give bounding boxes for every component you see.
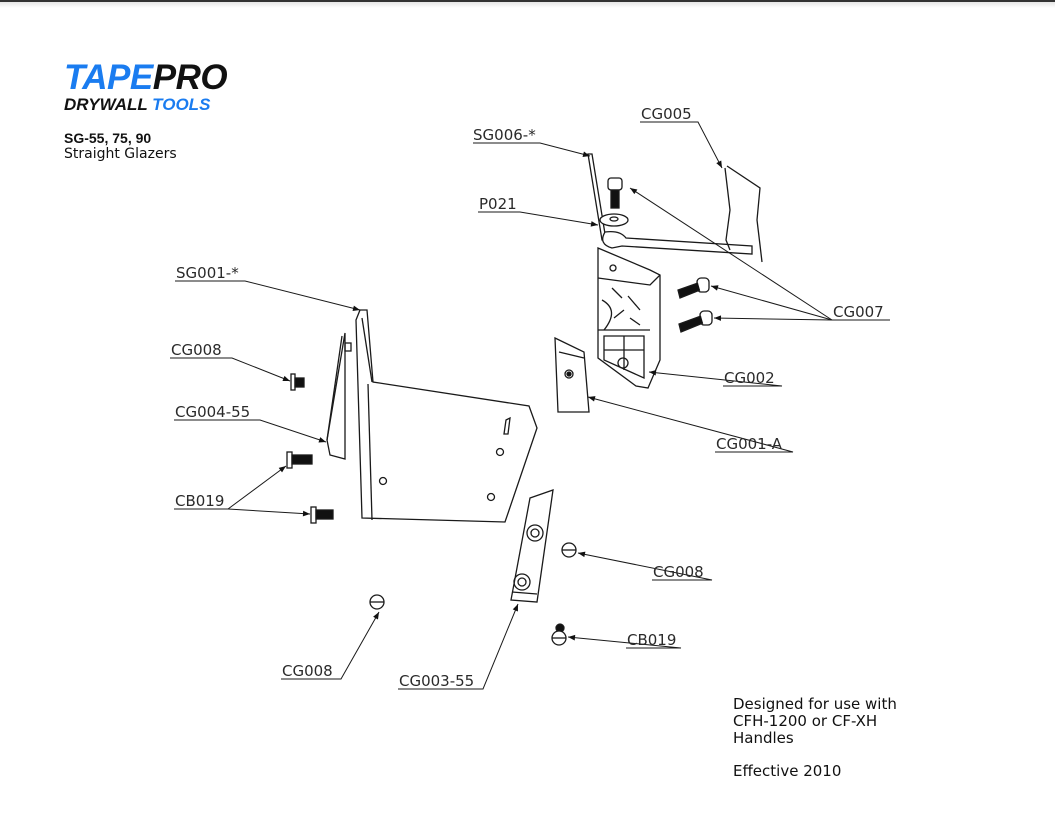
effective-date: Effective 2010 <box>733 762 842 780</box>
part-cg007-screws <box>677 277 713 333</box>
tagline-part2: TOOLS <box>152 95 211 114</box>
callout-sg001: SG001-* <box>176 264 239 282</box>
part-p021-washer <box>599 213 753 255</box>
notes-line3: Handles <box>733 729 794 747</box>
leader-lines <box>170 121 890 690</box>
model-numbers: SG-55, 75, 90 <box>64 130 152 146</box>
callout-cg002: CG002 <box>724 369 775 387</box>
notes-line2: CFH-1200 or CF-XH <box>733 712 878 730</box>
part-cb019-screw-right <box>551 623 567 646</box>
usage-notes: Designed for use with CFH-1200 or CF-XH … <box>733 696 897 780</box>
part-cg002-block <box>597 247 661 389</box>
viewer-top-shadow <box>0 2 1055 8</box>
part-sg006-stem <box>587 153 607 241</box>
callout-cg003: CG003-55 <box>399 672 474 690</box>
callout-cb019-right: CB019 <box>627 631 676 649</box>
part-sg001-blade <box>355 309 538 523</box>
part-top-cap-screw <box>607 177 623 209</box>
part-cg005-wire <box>724 165 763 263</box>
callout-cg008-bottom: CG008 <box>282 662 333 680</box>
product-name: Straight Glazers <box>64 146 177 162</box>
part-cg004-strip <box>326 332 352 460</box>
callout-cg008-left: CG008 <box>171 341 222 359</box>
callout-cg008-right: CG008 <box>653 563 704 581</box>
part-cg003-clamp <box>510 489 554 603</box>
callout-labels: CG005 SG006-* P021 SG001-* CG007 CG008 C… <box>171 105 884 690</box>
part-cb019-screws-left <box>286 451 334 524</box>
callout-sg006: SG006-* <box>473 126 536 144</box>
callout-cg005: CG005 <box>641 105 692 123</box>
viewer-top-border <box>0 0 1055 2</box>
callout-cb019-left: CB019 <box>175 492 224 510</box>
callout-cg007: CG007 <box>833 303 884 321</box>
callout-cg004: CG004-55 <box>175 403 250 421</box>
callout-cg001a: CG001-A <box>716 435 783 453</box>
brand-tagline: DRYWALL TOOLS <box>64 96 227 114</box>
brand-logo: TAPEPRO DRYWALL TOOLS <box>64 58 228 114</box>
part-cg001a-bracket <box>554 336 590 413</box>
notes-line1: Designed for use with <box>733 695 897 713</box>
brand-part1: TAPE <box>64 58 153 97</box>
tagline-part1: DRYWALL <box>64 95 153 114</box>
brand-part2: PRO <box>152 58 228 97</box>
part-cg008-screws <box>369 542 577 610</box>
parts-drawing <box>286 153 763 646</box>
brand-wordmark: TAPEPRO <box>64 58 228 97</box>
part-cg008-screw-left <box>290 373 305 391</box>
callout-p021: P021 <box>479 195 517 213</box>
